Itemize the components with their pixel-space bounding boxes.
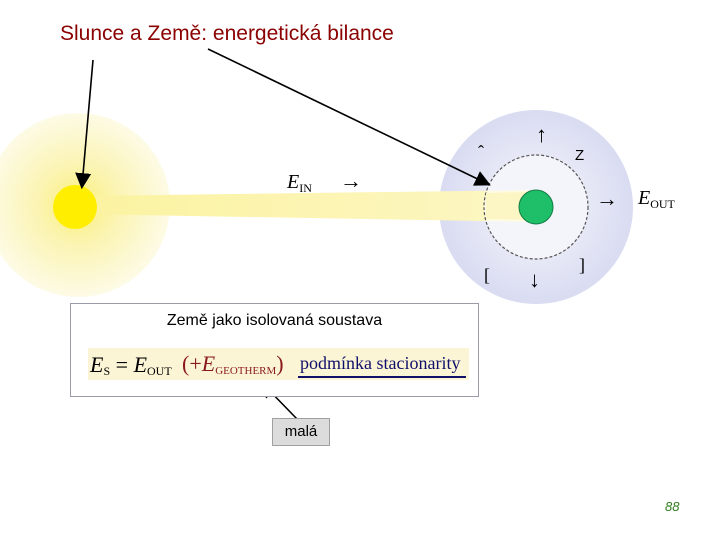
earth bbox=[518, 189, 554, 225]
energy-beam-inner bbox=[486, 192, 530, 220]
sun bbox=[53, 185, 97, 229]
isolated-system-box: Země jako isolovaná soustava ES = EOUT (… bbox=[70, 303, 479, 397]
small-callout-label: malá bbox=[272, 418, 330, 446]
e-out-label: EOUT bbox=[637, 187, 676, 211]
e-out-arrow: → bbox=[596, 186, 618, 211]
right-bracket-symbol: ] bbox=[579, 255, 585, 275]
pointer-arrow-sun bbox=[75, 59, 94, 190]
caret-symbol: ˆ bbox=[478, 142, 484, 162]
box-title: Země jako isolovaná soustava bbox=[166, 312, 383, 329]
condition-underline bbox=[298, 376, 466, 378]
balance-formula: ES = EOUT (+EGEOTHERM) podmínka staciona… bbox=[88, 348, 469, 380]
pointer-arrow-earth bbox=[207, 48, 491, 186]
energy-beam bbox=[78, 190, 540, 222]
slide-title: Slunce a Země: energetická bilance bbox=[60, 22, 394, 45]
geothermal-term: (+EGEOTHERM) bbox=[182, 351, 284, 377]
z-symbol: Z bbox=[575, 147, 584, 164]
stationarity-condition: podmínka stacionarity bbox=[300, 353, 461, 373]
up-arrow: ↑ bbox=[536, 122, 547, 147]
e-in-arrow: → bbox=[340, 168, 362, 193]
page-number: 88 bbox=[665, 499, 680, 514]
e-in-label: EIN bbox=[286, 171, 312, 195]
formula-lhs: ES = EOUT bbox=[90, 352, 172, 378]
down-arrow: ↓ bbox=[529, 267, 540, 292]
left-bracket-symbol: [ bbox=[484, 265, 490, 285]
